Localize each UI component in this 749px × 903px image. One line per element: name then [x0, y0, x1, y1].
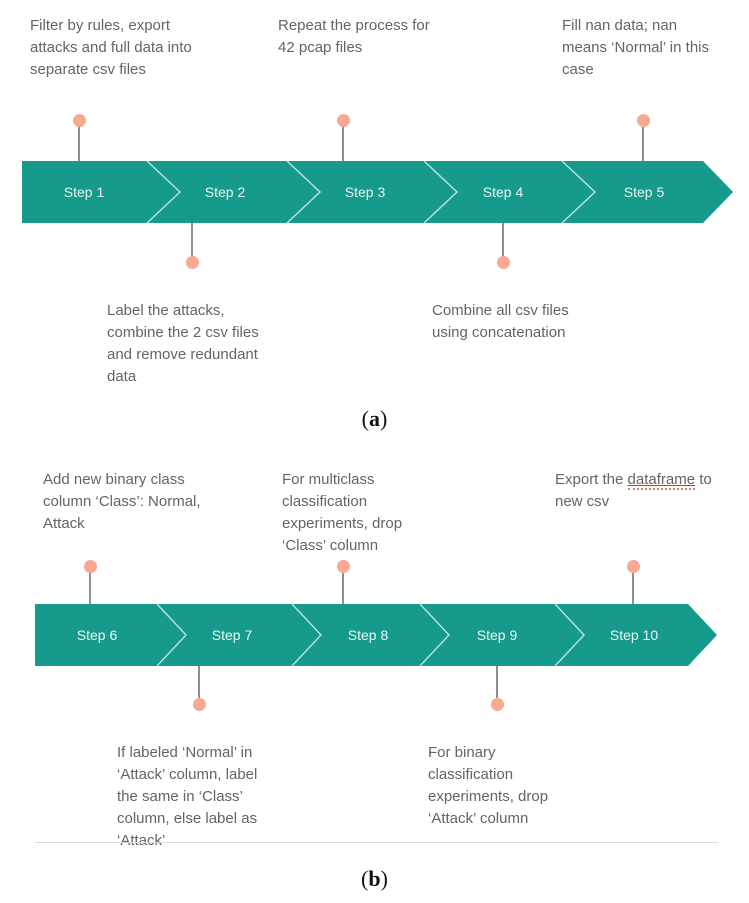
note-step7: If labeled ‘Normal’ in ‘Attack’ column, … [117, 744, 258, 849]
note-step9: For binary classification experiments, d… [428, 744, 549, 827]
pin-dot-step4 [496, 256, 510, 269]
pin-dot-step3 [336, 114, 350, 127]
connector-step6 [83, 560, 97, 604]
step-6-label: Step 6 [77, 627, 118, 643]
caption-a-close-paren: ) [380, 406, 388, 431]
pin-dot-step1 [72, 114, 86, 127]
arrow-body-b [35, 604, 717, 666]
step-9-label: Step 9 [477, 627, 518, 643]
chevron-divider [561, 161, 597, 223]
step-8-label: Step 8 [348, 627, 389, 643]
pin-dot-step8 [336, 560, 350, 573]
connector-step9 [490, 666, 504, 711]
pin-stem-step6 [89, 573, 91, 604]
pin-dot-step5 [636, 114, 650, 127]
pin-stem-step1 [78, 127, 80, 161]
note-step3: Repeat the process for 42 pcap files [278, 17, 430, 56]
chevron-divider [291, 604, 322, 666]
caption-a-open-paren: ( [361, 406, 369, 431]
chevron-divider [286, 161, 322, 223]
process-arrow-a: Step 1 Step 2 Step 3 Step 4 Step 5 [22, 161, 733, 223]
caption-a: (a) [0, 406, 749, 432]
step-3-label: Step 3 [345, 184, 386, 200]
caption-a-letter: a [369, 406, 380, 431]
note-step2: Label the attacks, combine the 2 csv fil… [107, 302, 259, 385]
caption-b: (b) [0, 866, 749, 892]
pin-stem-step5 [642, 127, 644, 161]
chevron-divider [423, 161, 459, 223]
connector-step4 [496, 223, 510, 269]
pin-dot-step6 [83, 560, 97, 573]
caption-b-letter: b [368, 866, 381, 891]
step-10-label: Step 10 [610, 627, 658, 643]
step-5-label: Step 5 [624, 184, 665, 200]
pin-dot-step10 [626, 560, 640, 573]
process-arrow-b: Step 6 Step 7 Step 8 Step 9 Step 10 [35, 604, 717, 666]
step-1-label: Step 1 [64, 184, 105, 200]
chevron-divider [554, 604, 585, 666]
pin-stem-step4 [502, 223, 504, 256]
connector-step10 [626, 560, 640, 604]
caption-b-close-paren: ) [380, 866, 388, 891]
divider-line [35, 842, 718, 843]
note-step6: Add new binary class column ‘Class’: Nor… [43, 471, 201, 532]
note-step5: Fill nan data; nan means ‘Normal’ in thi… [562, 17, 709, 78]
arrow-body-a [22, 161, 733, 223]
pin-stem-step8 [342, 573, 344, 604]
note-step10-underlined-word: dataframe [627, 471, 696, 490]
step-2-label: Step 2 [205, 184, 246, 200]
note-step8: For multiclass classification experiment… [282, 471, 403, 554]
connector-step2 [185, 223, 199, 269]
note-step4: Combine all csv files using concatenatio… [432, 302, 569, 341]
chevron-divider [146, 161, 182, 223]
note-step1: Filter by rules, export attacks and full… [30, 17, 192, 78]
pin-dot-step2 [185, 256, 199, 269]
pin-stem-step10 [632, 573, 634, 604]
chevron-divider [419, 604, 450, 666]
connector-step3 [336, 114, 350, 161]
connector-step7 [192, 666, 206, 711]
step-4-label: Step 4 [483, 184, 524, 200]
pin-stem-step7 [198, 666, 200, 698]
note-step10: Export the dataframe to new csv [555, 469, 720, 513]
pin-dot-step7 [192, 698, 206, 711]
pin-stem-step2 [191, 223, 193, 256]
connector-step1 [72, 114, 86, 161]
chevron-divider [156, 604, 187, 666]
note-step10-pre: Export the [555, 471, 628, 488]
pin-stem-step9 [496, 666, 498, 698]
caption-b-open-paren: ( [361, 866, 369, 891]
connector-step5 [636, 114, 650, 161]
pin-dot-step9 [490, 698, 504, 711]
step-7-label: Step 7 [212, 627, 253, 643]
connector-step8 [336, 560, 350, 604]
pin-stem-step3 [342, 127, 344, 161]
note-step10-post: to new csv [555, 471, 712, 510]
